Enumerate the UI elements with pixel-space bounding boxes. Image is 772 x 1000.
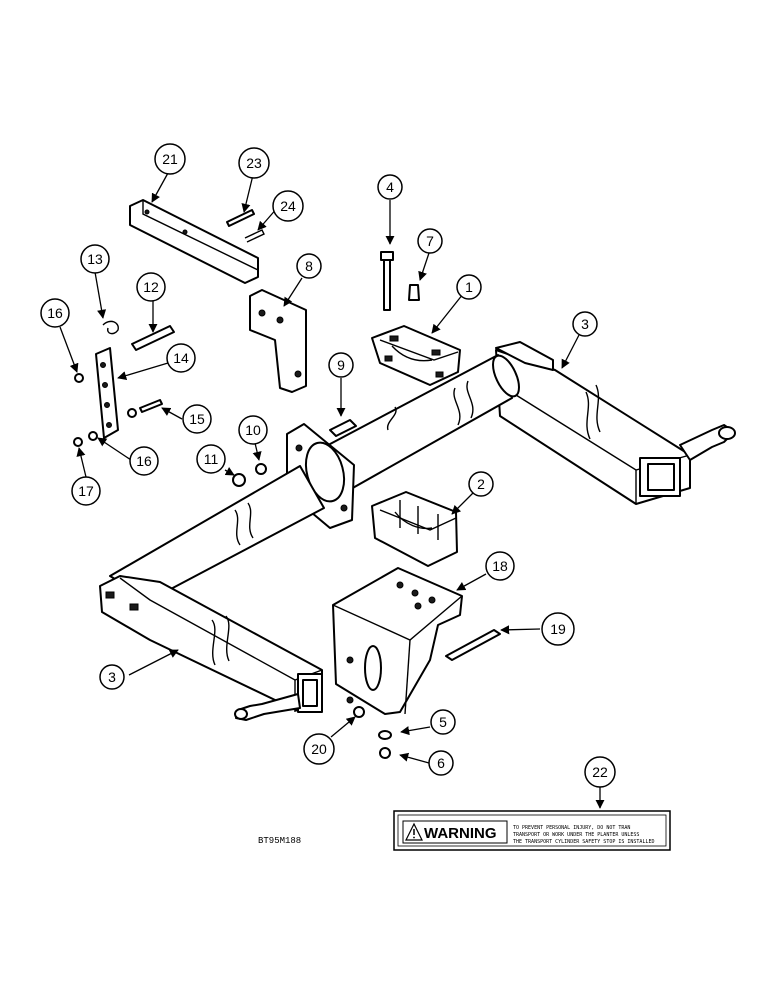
- bearing-lower: [371, 491, 458, 567]
- svg-text:8: 8: [305, 258, 313, 274]
- channel-bracket: [129, 199, 259, 284]
- callout-19: 19: [541, 612, 575, 646]
- svg-text:9: 9: [337, 357, 345, 373]
- axle-assembly: [99, 341, 736, 721]
- svg-text:13: 13: [87, 251, 103, 267]
- nut: [88, 431, 98, 441]
- small-bolt: [139, 399, 163, 413]
- bearing-upper: [371, 325, 461, 386]
- svg-text:5: 5: [439, 714, 447, 730]
- warning-line-1: TO PREVENT PERSONAL INJURY, DO NOT TRAN: [513, 825, 630, 831]
- warning-decal: WARNING TO PREVENT PERSONAL INJURY, DO N…: [393, 810, 671, 851]
- lock-washer: [378, 730, 392, 740]
- svg-text:16: 16: [47, 305, 63, 321]
- callout-24: 24: [272, 190, 304, 222]
- washer: [255, 463, 267, 475]
- callout-9: 9: [328, 352, 354, 378]
- svg-text:23: 23: [246, 155, 262, 171]
- callout-16-upper: 16: [40, 298, 70, 328]
- svg-text:14: 14: [173, 350, 189, 366]
- carriage-bolt: [329, 419, 357, 437]
- callout-6: 6: [428, 750, 454, 776]
- mount-bolt: [445, 629, 501, 661]
- warning-line-3: THE TRANSPORT CYLINDER SAFETY STOP IS IN…: [513, 839, 654, 845]
- nut: [74, 373, 84, 383]
- svg-text:4: 4: [386, 179, 394, 195]
- svg-text:19: 19: [550, 621, 566, 637]
- callout-23: 23: [238, 147, 270, 179]
- svg-text:10: 10: [245, 422, 261, 438]
- svg-text:17: 17: [78, 483, 94, 499]
- svg-text:12: 12: [143, 279, 159, 295]
- cotter-pin: [244, 229, 265, 243]
- callout-3-right: 3: [572, 311, 598, 337]
- svg-text:1: 1: [465, 279, 473, 295]
- mounting-plate: [249, 289, 307, 393]
- callout-18: 18: [485, 551, 515, 581]
- callout-15: 15: [182, 404, 212, 434]
- callout-16-lower: 16: [129, 446, 159, 476]
- bracket-nut: [353, 706, 365, 718]
- svg-text:2: 2: [477, 476, 485, 492]
- svg-text:24: 24: [280, 198, 296, 214]
- svg-text:11: 11: [204, 451, 219, 467]
- callout-22: 22: [584, 756, 616, 788]
- grease-fitting: [408, 284, 420, 301]
- callout-12: 12: [136, 272, 166, 302]
- callout-14: 14: [166, 343, 196, 373]
- latch-strap: [95, 347, 119, 439]
- callout-20: 20: [303, 733, 335, 765]
- svg-text:20: 20: [311, 741, 327, 757]
- callout-7: 7: [417, 228, 443, 254]
- figure-code: BT95M188: [258, 836, 301, 846]
- callout-10: 10: [238, 415, 268, 445]
- svg-text:6: 6: [437, 755, 445, 771]
- callout-21: 21: [154, 143, 186, 175]
- callout-11: 11: [196, 444, 226, 474]
- svg-text:16: 16: [136, 453, 152, 469]
- callout-17: 17: [71, 476, 101, 506]
- svg-text:7: 7: [426, 233, 434, 249]
- svg-text:22: 22: [592, 764, 608, 780]
- warning-triangle-icon: [405, 822, 423, 841]
- callout-3-left: 3: [99, 664, 125, 690]
- flange-nut: [379, 747, 391, 759]
- svg-text:15: 15: [189, 411, 205, 427]
- warning-line-2: TRANSPORT OR WORK UNDER THE PLANTER UNLE…: [513, 832, 639, 838]
- nut: [127, 408, 137, 418]
- callout-2: 2: [468, 471, 494, 497]
- svg-text:3: 3: [581, 316, 589, 332]
- svg-text:21: 21: [162, 151, 178, 167]
- mount-bracket: [332, 567, 463, 715]
- lock-nut: [73, 437, 83, 447]
- spring-clip: [102, 320, 119, 335]
- svg-text:18: 18: [492, 558, 508, 574]
- callout-8: 8: [296, 253, 322, 279]
- long-bolt: [380, 251, 394, 311]
- warning-word: WARNING: [424, 825, 497, 842]
- hex-nut: [232, 473, 246, 487]
- clevis-pin: [226, 209, 255, 227]
- callout-13: 13: [80, 244, 110, 274]
- callout-5: 5: [430, 709, 456, 735]
- callout-4: 4: [377, 174, 403, 200]
- svg-text:3: 3: [108, 669, 116, 685]
- callout-1: 1: [456, 274, 482, 300]
